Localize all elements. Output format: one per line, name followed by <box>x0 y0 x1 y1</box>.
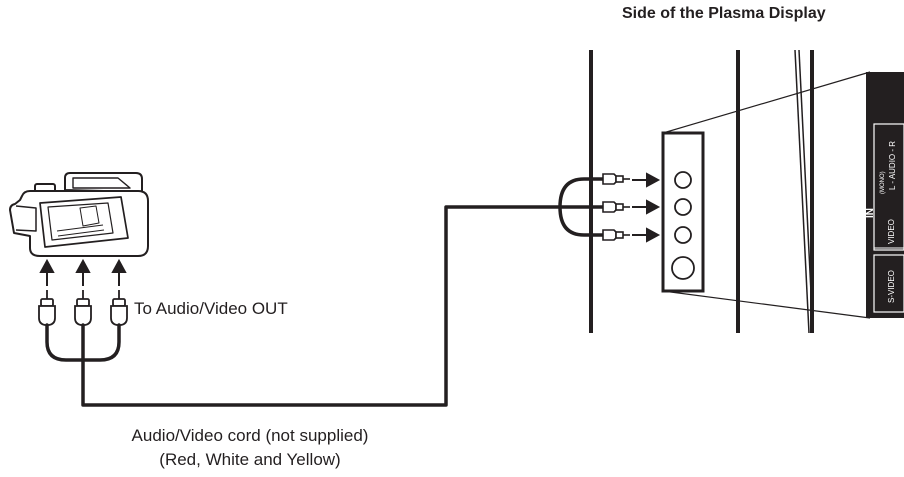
rca-plug <box>602 229 630 241</box>
diagram-title: Side of the Plasma Display <box>622 5 826 22</box>
rca-plug <box>110 290 128 326</box>
panel-svideo-label: S-VIDEO <box>887 270 896 303</box>
rca-plugs-display <box>602 173 630 241</box>
rca-plugs-camcorder <box>38 290 128 326</box>
rca-plug <box>602 201 630 213</box>
panel-video-label: VIDEO <box>887 219 896 244</box>
audio-video-cable <box>45 177 605 407</box>
audio-l-jack <box>674 198 692 216</box>
zoom-projection-lines <box>662 71 871 319</box>
cord-caption: Audio/Video cord (not supplied) (Red, Wh… <box>70 424 430 472</box>
audio-video-out-label: To Audio/Video OUT <box>134 299 288 318</box>
audio-r-jack <box>674 171 692 189</box>
display-side-lines <box>589 49 814 334</box>
cord-caption-line-1: Audio/Video cord (not supplied) <box>131 426 369 445</box>
rca-plug <box>74 290 92 326</box>
rca-plug <box>602 173 630 185</box>
video-jack <box>674 226 692 244</box>
display-input-arrows <box>632 172 661 243</box>
cord-caption-line-2: (Red, White and Yellow) <box>159 450 341 469</box>
terminal-label-strip: IN L - AUDIO - R (MONO) VIDEO S-VIDEO <box>865 72 904 318</box>
s-video-jack <box>671 256 695 280</box>
rca-plug <box>38 290 56 326</box>
panel-mono-label: (MONO) <box>880 171 886 194</box>
panel-in-label: IN <box>865 208 876 218</box>
panel-audio-label: L - AUDIO - R <box>888 141 897 190</box>
camcorder-input-arrows <box>39 258 127 286</box>
camcorder-icon <box>9 172 149 257</box>
jack-panel <box>661 131 705 293</box>
